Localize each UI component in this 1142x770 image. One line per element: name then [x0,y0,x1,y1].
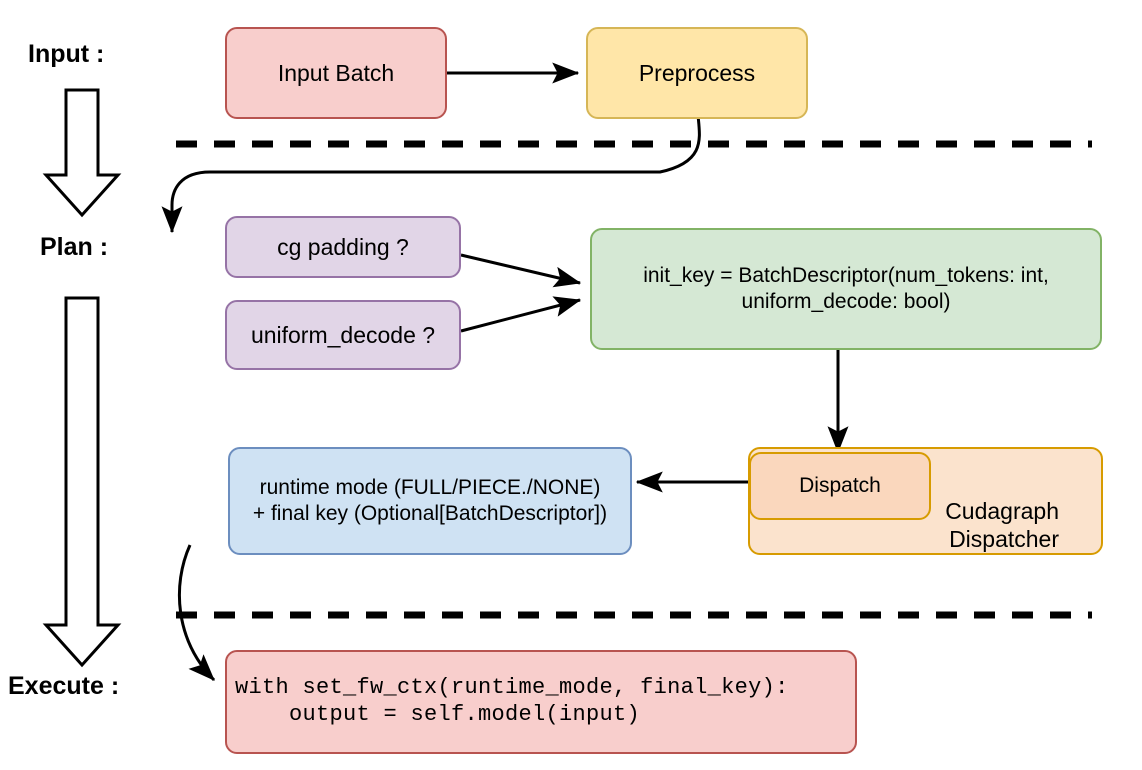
node-dispatch-label: Dispatch [799,474,881,498]
stage-label-execute: Execute : [8,672,120,700]
node-preprocess[interactable]: Preprocess [586,27,808,119]
stage-arrow-plan-to-execute [42,296,122,668]
node-init-key[interactable]: init_key = BatchDescriptor(num_tokens: i… [590,228,1102,350]
node-runtime-mode[interactable]: runtime mode (FULL/PIECE./NONE) + final … [228,447,632,555]
node-execute-code-line1: with set_fw_ctx(runtime_mode, final_key)… [235,675,789,701]
node-input-batch-label: Input Batch [277,59,395,86]
node-uniform-decode[interactable]: uniform_decode ? [225,300,461,370]
node-input-batch[interactable]: Input Batch [225,27,447,119]
edge-preprocess-to-cg-padding [161,114,701,234]
node-dispatch[interactable]: Dispatch [749,452,931,520]
node-cudagraph-dispatcher-label-line1: Cudagraph [945,497,1059,524]
stage-label-plan: Plan : [40,233,109,261]
edge-cg-padding-to-init-key [460,253,582,288]
stage-arrow-input-to-plan [42,88,122,218]
node-execute-code-line2: output = self.model(input) [235,702,641,727]
node-init-key-label-line2: uniform_decode: bool) [741,290,951,313]
edge-uniform-decode-to-init-key [460,296,582,333]
node-cg-padding-label: cg padding ? [277,233,409,260]
node-init-key-label-line1: init_key = BatchDescriptor(num_tokens: i… [643,264,1049,288]
edge-runtime-mode-to-execute-code [177,544,216,682]
node-execute-code[interactable]: with set_fw_ctx(runtime_mode, final_key)… [225,650,857,754]
node-cg-padding[interactable]: cg padding ? [225,216,461,278]
node-cudagraph-dispatcher-label-line2: Dispatcher [949,525,1059,552]
node-runtime-mode-label-line1: runtime mode (FULL/PIECE./NONE) [259,476,601,500]
node-runtime-mode-label-line2: + final key (Optional[BatchDescriptor]) [252,502,608,525]
node-preprocess-label: Preprocess [638,59,756,86]
node-uniform-decode-label: uniform_decode ? [250,321,436,348]
stage-label-input: Input : [28,40,105,68]
